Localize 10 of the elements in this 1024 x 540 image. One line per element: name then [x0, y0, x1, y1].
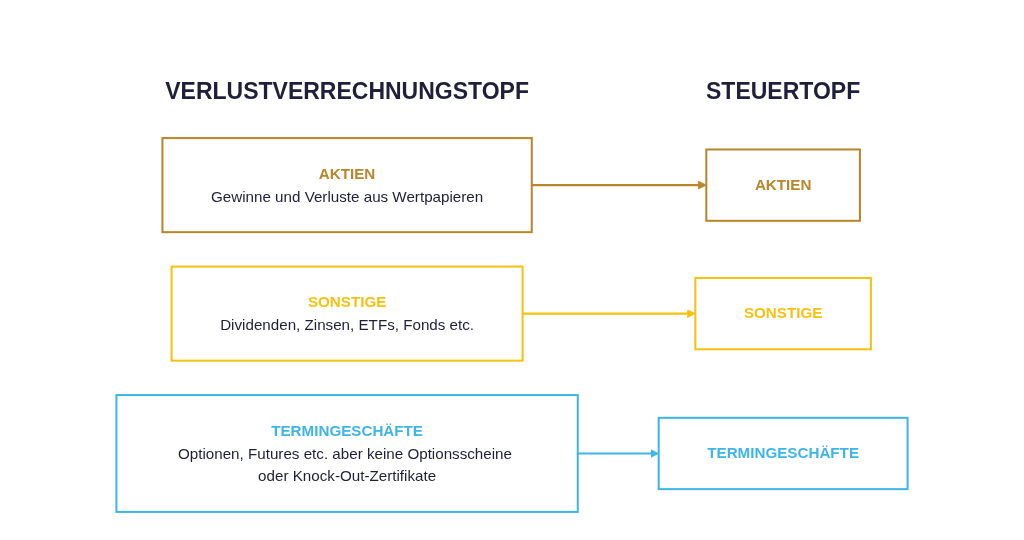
column-heading: VERLUSTVERRECHNUNGSTOPF: [165, 78, 529, 105]
tax-pot-box: SONSTIGE: [694, 276, 872, 351]
category-box: SONSTIGE Dividenden, Zinsen, ETFs, Fonds etc.: [170, 265, 524, 362]
tax-pot-box: TERMINGESCHÄFTE: [657, 416, 909, 491]
tax-pot-box: AKTIEN: [705, 148, 861, 222]
arrow: [531, 180, 707, 190]
category-box: AKTIEN Gewinne und Verluste aus Wertpapieren: [161, 137, 533, 234]
category-box: TERMINGESCHÄFTE Optionen, Futures etc. aber keine Optionsscheine oder Knock-Out-Zertifikate: [115, 394, 579, 513]
column-heading: STEUERTOPF: [706, 78, 861, 105]
arrow: [522, 309, 696, 319]
